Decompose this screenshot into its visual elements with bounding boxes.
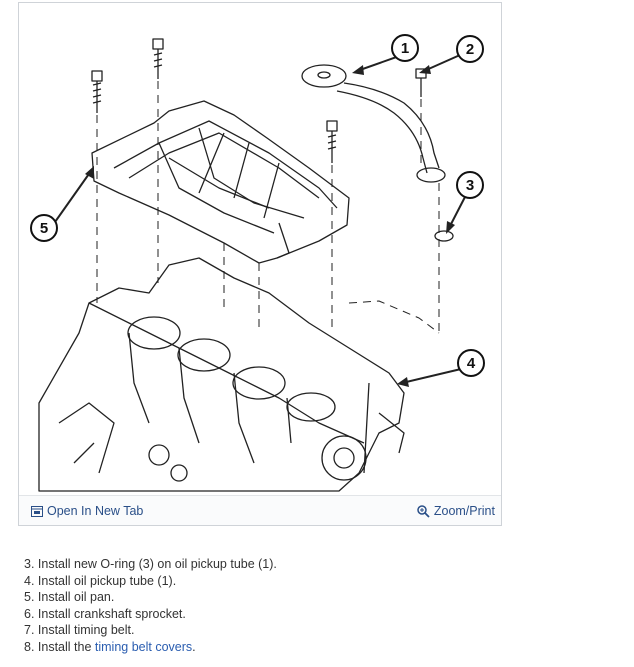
- installation-steps: 3. Install new O-ring (3) on oil pickup …: [24, 556, 277, 656]
- bolt-left: [91, 70, 103, 113]
- callout-5: [30, 214, 58, 242]
- step-item: 5. Install oil pan.: [24, 590, 115, 605]
- callout-2: [456, 35, 484, 63]
- oil-pan: [91, 100, 350, 264]
- figure-card: 1 2 3 4 5 Open In New Tab Zoom/Print: [18, 2, 502, 526]
- callout-3: [456, 171, 484, 199]
- step-suffix: .: [192, 639, 196, 654]
- step-item: 8. Install the timing belt covers.: [24, 639, 277, 656]
- figure-toolbar: Open In New Tab Zoom/Print: [19, 495, 501, 525]
- zoom-print-label: Zoom/Print: [433, 504, 495, 518]
- callout-1-label: 1: [401, 40, 409, 57]
- external-window-icon: [31, 505, 43, 517]
- bolt-right: [326, 120, 338, 163]
- zoom-print-link[interactable]: Zoom/Print: [417, 504, 495, 518]
- step-item: 3. Install new O-ring (3) on oil pickup …: [24, 557, 277, 571]
- step-text: 8. Install the: [24, 639, 95, 654]
- timing-belt-covers-link[interactable]: timing belt covers: [94, 639, 193, 654]
- engine-oil-pan-diagram: 1 2 3 4 5: [30, 34, 485, 492]
- open-in-new-tab-label: Open In New Tab: [47, 504, 144, 518]
- oil-pickup-tube: [301, 64, 454, 242]
- callout-3-label: 3: [466, 177, 474, 194]
- magnifier-icon: [417, 504, 430, 518]
- bolt-top: [152, 38, 164, 79]
- open-in-new-tab-link[interactable]: Open In New Tab: [31, 504, 143, 518]
- callout-5-label: 5: [40, 220, 48, 237]
- callout-4: [457, 349, 485, 377]
- engine-block: [38, 257, 405, 492]
- callout-1: [391, 34, 419, 62]
- step-item: 6. Install crankshaft sprocket.: [24, 606, 186, 621]
- callout-4-label: 4: [467, 355, 476, 372]
- step-item: 7. Install timing belt.: [24, 623, 135, 638]
- callout-2-label: 2: [466, 41, 474, 58]
- step-item: 4. Install oil pickup tube (1).: [24, 573, 177, 588]
